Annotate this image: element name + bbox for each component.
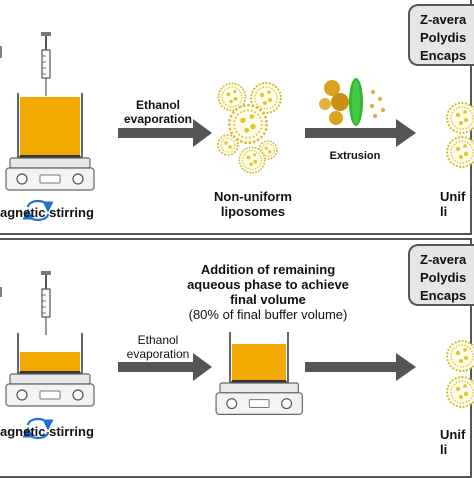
- bottom-syringe: [40, 270, 52, 336]
- top-uniform-label: Unif li: [440, 189, 466, 219]
- top-extrusion-label: Extrusion: [329, 150, 381, 162]
- top-arrow-ethanol: [118, 119, 212, 147]
- top-characterization-box: Z-avera Polydis Encaps: [408, 4, 474, 66]
- top-nonuniform-label: Non-uniform liposomes: [214, 189, 292, 219]
- bottom-hotplate-2: [215, 382, 303, 415]
- top-arrow-extrusion: [305, 119, 416, 147]
- top-nonuniform-liposomes: [217, 82, 282, 174]
- bottom-info-line-3: Encaps: [420, 288, 467, 303]
- bottom-info-line-2: Polydis: [420, 270, 467, 285]
- bottom-ethanol-evaporation-label: Ethanol evaporation: [126, 333, 190, 361]
- bottom-addition-label: Addition of remaining aqueous phase to a…: [187, 262, 349, 307]
- top-hotplate: [5, 157, 95, 191]
- bottom-arrow-ethanol: [118, 353, 212, 381]
- top-info-line-2: Polydis: [420, 30, 467, 45]
- bottom-hotplate: [5, 373, 95, 407]
- top-beaker: [17, 93, 83, 158]
- bottom-stir-icon: [22, 417, 54, 440]
- top-extrusion-membrane: [319, 78, 386, 126]
- bottom-addition-note: (80% of final buffer volume): [188, 307, 348, 322]
- top-stirring-label: agnetic stirring: [0, 205, 94, 220]
- bottom-info-line-1: Z-avera: [420, 252, 467, 267]
- bottom-arrow-final: [305, 353, 416, 381]
- bottom-beaker-diluted: [229, 332, 289, 383]
- top-syringe: [40, 31, 52, 97]
- bottom-uniform-liposomes: [446, 340, 474, 408]
- top-info-line-1: Z-avera: [420, 12, 467, 27]
- top-ethanol-evaporation-label: Ethanol evaporation: [123, 98, 192, 126]
- top-info-line-3: Encaps: [420, 48, 467, 63]
- top-stir-icon: [22, 199, 54, 222]
- bottom-stirring-label: agnetic stirring: [0, 424, 94, 439]
- bottom-beaker: [17, 333, 83, 374]
- bottom-characterization-box: Z-avera Polydis Encaps: [408, 244, 474, 306]
- top-uniform-liposomes: [446, 102, 474, 168]
- bottom-uniform-label: Unif li: [440, 427, 466, 457]
